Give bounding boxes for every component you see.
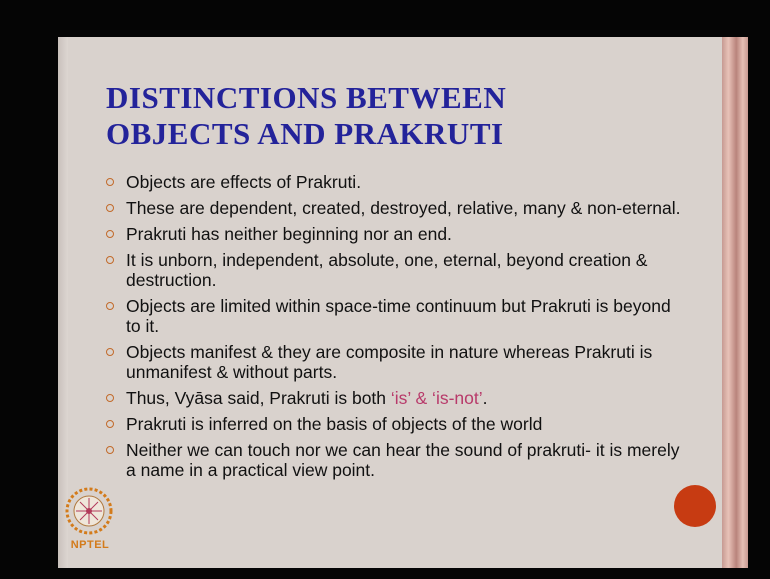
bullet-icon bbox=[106, 204, 114, 212]
bullet-icon bbox=[106, 256, 114, 264]
bullet-icon bbox=[106, 446, 114, 454]
slide-left-border bbox=[58, 37, 68, 568]
nptel-logo: NPTEL bbox=[60, 486, 118, 556]
slide-right-border bbox=[722, 37, 748, 568]
slide-title-line-2: OBJECTS AND PRAKRUTI bbox=[106, 116, 504, 151]
bullet-icon bbox=[106, 302, 114, 310]
bullet-icon bbox=[106, 394, 114, 402]
nptel-label: NPTEL bbox=[70, 539, 110, 551]
bullet-icon bbox=[106, 348, 114, 356]
highlight-text: ‘is’ & ‘is-not’ bbox=[390, 388, 483, 408]
list-item: Neither we can touch nor we can hear the… bbox=[104, 440, 684, 480]
red-dot-marker bbox=[674, 485, 716, 527]
list-item: Objects are limited within space-time co… bbox=[104, 296, 684, 336]
bullet-list: Objects are effects of Prakruti. These a… bbox=[104, 172, 684, 486]
bullet-icon bbox=[106, 230, 114, 238]
bullet-icon bbox=[106, 420, 114, 428]
list-item: Objects manifest & they are composite in… bbox=[104, 342, 684, 382]
bullet-icon bbox=[106, 178, 114, 186]
list-item: Thus, Vyāsa said, Prakruti is both ‘is’ … bbox=[104, 388, 684, 408]
slide-title-line-1: DISTINCTIONS BETWEEN bbox=[106, 80, 507, 115]
list-item: These are dependent, created, destroyed,… bbox=[104, 198, 684, 218]
slide-background bbox=[58, 37, 748, 568]
slide-title: DISTINCTIONS BETWEEN OBJECTS AND PRAKRUT… bbox=[106, 80, 506, 152]
nptel-wheel-icon bbox=[65, 487, 113, 535]
list-item: Prakruti has neither beginning nor an en… bbox=[104, 224, 684, 244]
list-item: Prakruti is inferred on the basis of obj… bbox=[104, 414, 684, 434]
list-item: It is unborn, independent, absolute, one… bbox=[104, 250, 684, 290]
list-item: Objects are effects of Prakruti. bbox=[104, 172, 684, 192]
